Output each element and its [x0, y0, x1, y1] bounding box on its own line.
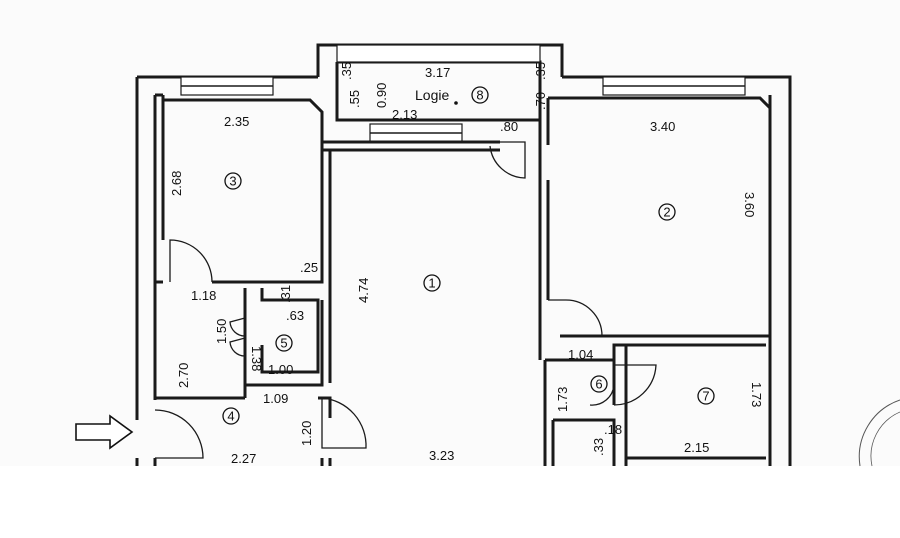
dim-logie-side-left: .55: [347, 90, 362, 108]
dim-closet-width: 1.00: [268, 362, 293, 377]
entry-arrow-icon: [75, 414, 134, 450]
room-number-4: 4: [227, 409, 234, 424]
dim-logie-inner: 2.13: [392, 107, 417, 122]
dim-room7-depth: 1.73: [749, 382, 764, 407]
room-number-2: 2: [663, 205, 670, 220]
logie-dot: [454, 101, 458, 105]
door-room3: [169, 239, 213, 283]
dim-hall-width: 1.09: [263, 391, 288, 406]
dim-hall-depth: 2.70: [176, 363, 191, 388]
door-logie: [489, 141, 526, 179]
stamp-mark: [858, 399, 900, 467]
dim-room6-side2: .18: [604, 422, 622, 437]
room-numbers: 3 1 2 4 5 6 7 8: [222, 86, 715, 425]
dim-logie-side-left-top: .35: [339, 62, 354, 80]
dim-closet-depth: .63: [286, 308, 304, 323]
dim-closet-height: 1.38: [249, 346, 264, 371]
dim-logie-width: 3.17: [425, 65, 450, 80]
dim-room3-depth: 2.68: [169, 171, 184, 196]
dim-room3-width: 2.35: [224, 114, 249, 129]
dim-room1-width: 3.23: [429, 448, 454, 463]
room-number-3: 3: [229, 174, 236, 189]
door-room1: [321, 397, 367, 449]
interior-walls: [155, 95, 772, 466]
dim-room6-width: 1.04: [568, 347, 593, 362]
dim-logie-depth: 0.90: [374, 83, 389, 108]
room-number-6: 6: [595, 377, 602, 392]
bottom-blank-area: [0, 466, 900, 538]
dim-closet-wall: .31: [278, 285, 293, 303]
dimension-labels: 3.17 2.13 .35 .55 0.90 .35 .70 .80 2.35 …: [169, 62, 764, 466]
dim-room2-width: 3.40: [650, 119, 675, 134]
dim-closet-door: 1.50: [214, 319, 229, 344]
dim-logie-door: .80: [500, 119, 518, 134]
dim-entry-width: 2.27: [231, 451, 256, 466]
dim-room6-side: .33: [591, 438, 606, 456]
doors: [154, 141, 657, 459]
room-number-7: 7: [702, 389, 709, 404]
room-number-5: 5: [280, 336, 287, 351]
dim-entry-door: 1.20: [299, 421, 314, 446]
dim-room7-width: 2.15: [684, 440, 709, 455]
windows: [180, 44, 746, 143]
dim-room3-wall: .25: [300, 260, 318, 275]
door-entry: [154, 409, 204, 459]
logie-label: Logie: [415, 87, 449, 103]
dim-room2-depth: 3.60: [742, 192, 757, 217]
door-room6-left: [589, 384, 615, 406]
room-number-8: 8: [476, 88, 483, 103]
door-room2: [548, 299, 603, 337]
dim-logie-side-right-top: .35: [533, 62, 548, 80]
room-number-1: 1: [428, 276, 435, 291]
dim-room6-depth: 1.73: [555, 387, 570, 412]
door-room6: [613, 364, 657, 406]
door-closet-left: [229, 317, 246, 357]
dim-room1-depth: 4.74: [356, 278, 371, 303]
dim-logie-side-right: .70: [533, 92, 548, 110]
dim-hall-door: 1.18: [191, 288, 216, 303]
